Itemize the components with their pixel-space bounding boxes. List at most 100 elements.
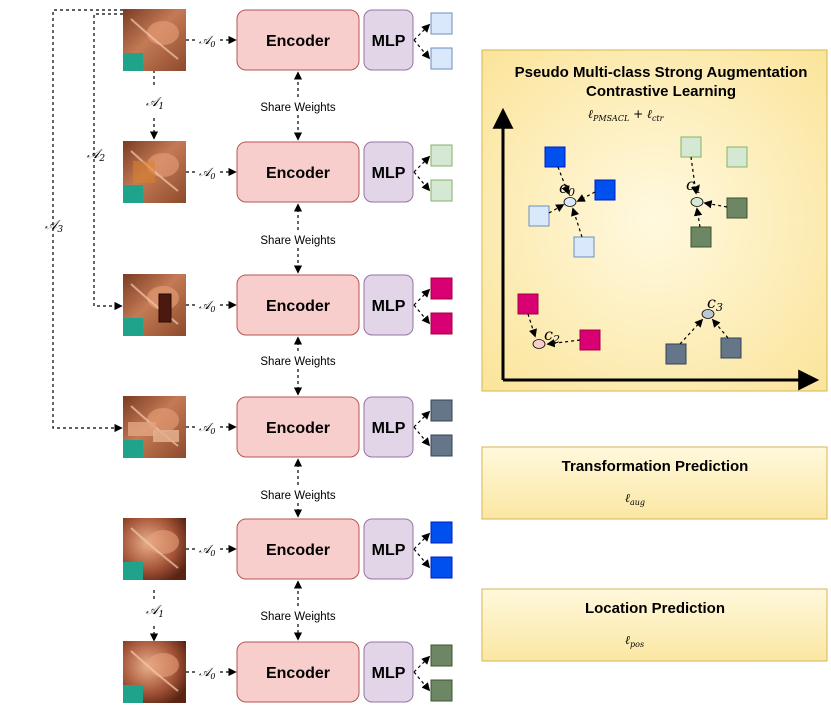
left-aug-label: 𝒜1 xyxy=(146,95,164,112)
encoder-box xyxy=(236,141,360,203)
branch-row: 𝒜0 Encoder MLP xyxy=(123,141,453,203)
mlp-label: MLP xyxy=(372,665,406,682)
aug-a0-label: 𝒜0 xyxy=(199,33,215,49)
cluster-square xyxy=(726,197,748,219)
encoder-box xyxy=(236,518,360,580)
mask-patch xyxy=(123,440,143,458)
centroid-c3 xyxy=(701,309,715,319)
centroid-c0-label: c0 xyxy=(559,178,575,199)
encoder-label: Encoder xyxy=(266,165,330,182)
aug-patch xyxy=(133,161,155,183)
endoscopy-image xyxy=(123,518,186,580)
cluster-square xyxy=(544,146,566,168)
mask-patch xyxy=(123,562,143,580)
embedding-square xyxy=(430,312,453,335)
aug-a0-label: 𝒜0 xyxy=(199,165,215,181)
mlp-label: MLP xyxy=(372,420,406,437)
encoder-box xyxy=(236,396,360,458)
pmsacl-title-line1: Pseudo Multi-class Strong Augmentation xyxy=(515,64,808,81)
aug-a0-label: 𝒜0 xyxy=(199,298,215,314)
centroid-c3-label: c3 xyxy=(707,293,723,314)
endoscopy-image xyxy=(123,396,186,458)
cluster-square xyxy=(665,343,687,365)
aug-patch xyxy=(158,293,172,323)
mask-patch xyxy=(123,685,143,703)
cluster-square xyxy=(720,337,742,359)
embedding-square xyxy=(430,12,453,35)
cluster-0: c0 xyxy=(528,146,616,258)
cluster-square xyxy=(517,293,539,315)
share-weights-label: Share Weights xyxy=(260,235,335,247)
embedding-square xyxy=(430,434,453,457)
mlp-box xyxy=(363,518,414,580)
left-aug-label: 𝒜3 xyxy=(45,218,63,235)
transformation-loss: ℓaug xyxy=(625,491,645,507)
transformation-panel: Transformation Prediction ℓaug xyxy=(481,446,828,520)
left-aug-connectors xyxy=(52,9,159,642)
embedding-square xyxy=(430,399,453,422)
centroid-c2 xyxy=(532,339,546,349)
mlp-label: MLP xyxy=(372,165,406,182)
centroid-c1-label: c1 xyxy=(686,175,702,196)
mlp-box xyxy=(363,396,414,458)
aug-a0-label: 𝒜0 xyxy=(199,420,215,436)
branch-row: 𝒜0 Encoder MLP xyxy=(123,9,453,71)
encoder-box xyxy=(236,274,360,336)
mask-patch xyxy=(123,318,143,336)
centroid-c2-label: c2 xyxy=(544,325,560,346)
mlp-label: MLP xyxy=(372,33,406,50)
encoder-label: Encoder xyxy=(266,542,330,559)
mask-patch xyxy=(123,53,143,71)
cluster-2: c2 xyxy=(517,293,601,351)
mlp-box xyxy=(363,141,414,203)
location-panel: Location Prediction ℓpos xyxy=(481,588,828,662)
mlp-box xyxy=(363,641,414,703)
cluster-square xyxy=(726,146,748,168)
branch-row: 𝒜0 Encoder MLP xyxy=(123,396,453,458)
embedding-square xyxy=(430,179,453,202)
embedding-square xyxy=(430,556,453,579)
pmsacl-panel: Pseudo Multi-class Strong Augmentation C… xyxy=(481,49,828,392)
embedding-square xyxy=(430,144,453,167)
left-aug-label: 𝒜1 xyxy=(146,603,164,620)
encoder-label: Encoder xyxy=(266,420,330,437)
embedding-square xyxy=(430,521,453,544)
cluster-1: c1 xyxy=(680,136,748,248)
transformation-title: Transformation Prediction xyxy=(562,458,749,475)
embedding-square xyxy=(430,679,453,702)
share-weights-label: Share Weights xyxy=(260,102,335,114)
location-loss: ℓpos xyxy=(625,633,644,649)
location-title: Location Prediction xyxy=(585,600,725,617)
cluster-3: c3 xyxy=(665,293,742,365)
cluster-square xyxy=(579,329,601,351)
embedding-square xyxy=(430,47,453,70)
endoscopy-image xyxy=(123,9,186,71)
share-weights-label: Share Weights xyxy=(260,356,335,368)
endoscopy-image xyxy=(123,641,186,703)
aug-a0-label: 𝒜0 xyxy=(199,665,215,681)
encoder-box xyxy=(236,641,360,703)
mlp-label: MLP xyxy=(372,298,406,315)
share-weights-label: Share Weights xyxy=(260,490,335,502)
embedding-square xyxy=(430,644,453,667)
mlp-box xyxy=(363,274,414,336)
encoder-label: Encoder xyxy=(266,33,330,50)
mask-patch xyxy=(123,185,143,203)
pmsacl-title-line2: Contrastive Learning xyxy=(586,83,736,100)
share-weights-label: Share Weights xyxy=(260,611,335,623)
centroid-c1 xyxy=(690,197,704,207)
centroid-c0 xyxy=(563,197,577,207)
left-aug-label: 𝒜2 xyxy=(87,147,105,164)
cluster-square xyxy=(680,136,702,158)
mlp-label: MLP xyxy=(372,542,406,559)
endoscopy-image xyxy=(123,274,186,336)
encoder-label: Encoder xyxy=(266,665,330,682)
cluster-square xyxy=(690,226,712,248)
aug-patch xyxy=(128,422,156,436)
